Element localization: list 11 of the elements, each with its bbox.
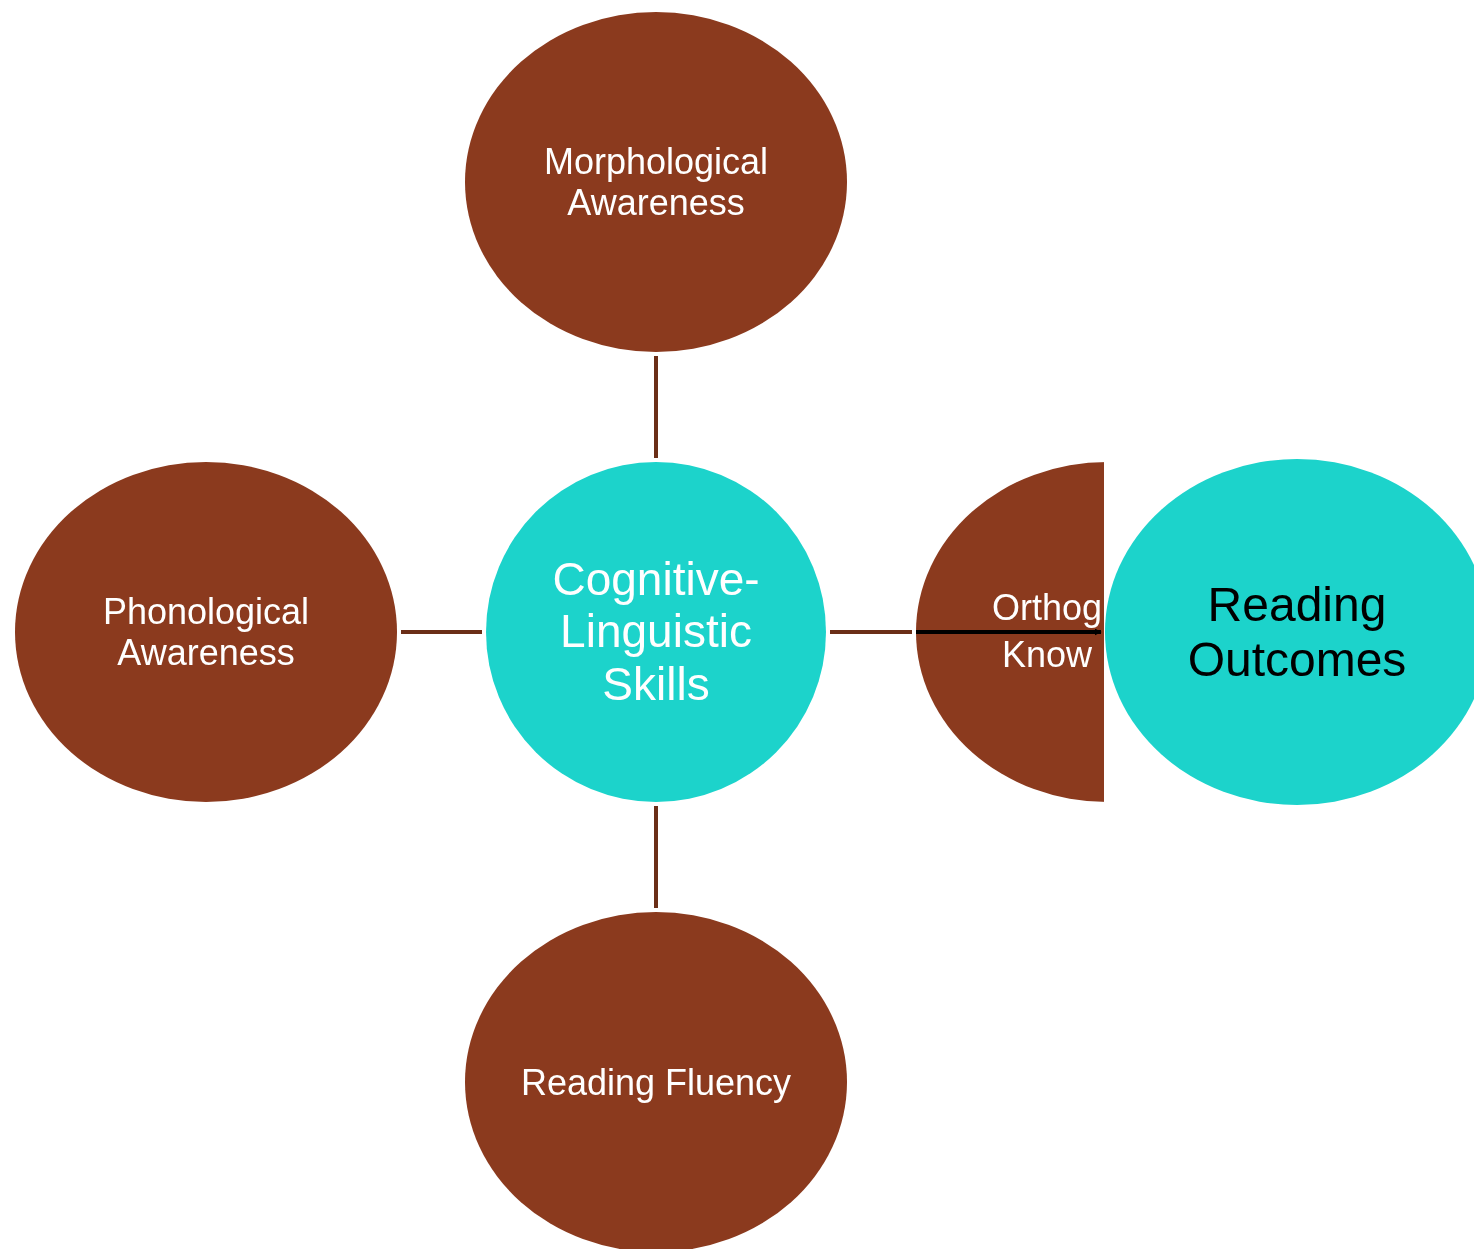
- arrow: [916, 628, 1102, 636]
- connector-line: [401, 630, 482, 634]
- connector-line: [654, 806, 658, 908]
- node-label: Phonological Awareness: [101, 590, 311, 674]
- connector-line: [830, 630, 912, 634]
- node-label: Reading Outcomes: [1186, 577, 1408, 688]
- node-label: Morphological Awareness: [542, 140, 770, 224]
- node-label: Orthog Know: [990, 586, 1104, 677]
- connector-line: [654, 356, 658, 458]
- node-label: Cognitive-Linguistic Skills: [551, 552, 761, 712]
- node-label: Reading Fluency: [519, 1061, 793, 1103]
